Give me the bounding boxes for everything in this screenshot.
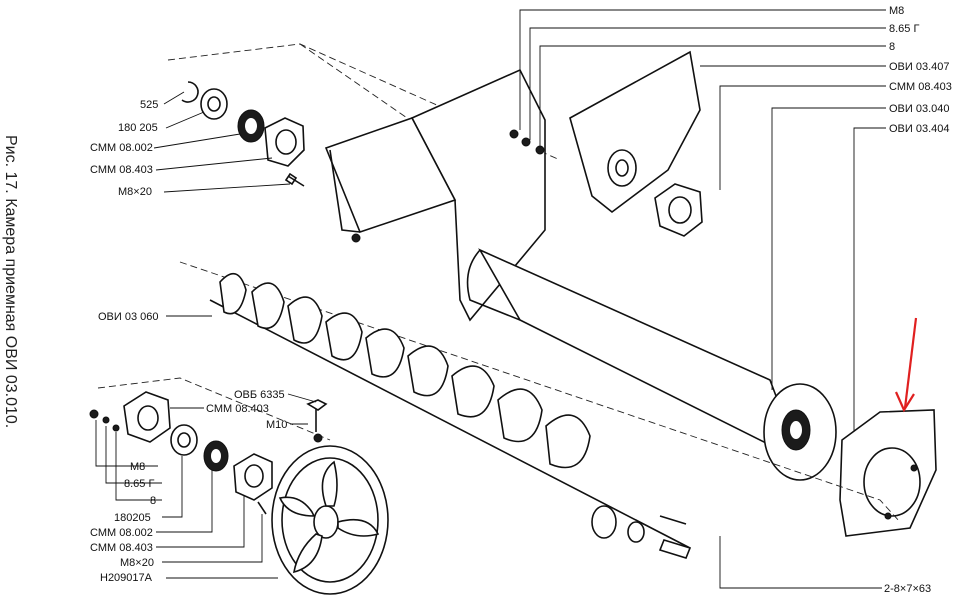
bottom-left-bearing-group xyxy=(89,391,273,515)
bolt-labels: ОВБ 6335 М10 СММ 08.403 xyxy=(170,389,317,431)
flange-bottom-left xyxy=(123,391,171,443)
pulley-n209017a xyxy=(271,445,389,595)
label-ovi03404: ОВИ 03.404 xyxy=(889,123,950,135)
label-180205-bottom: 180205 xyxy=(114,512,151,524)
label-cmm08002-bottom: СММ 08.002 xyxy=(90,527,153,539)
cover-plate-ovi03407 xyxy=(569,50,701,214)
label-m10: М10 xyxy=(266,419,287,431)
label-ovi03060: ОВИ 03 060 xyxy=(98,311,159,323)
highlight-arrow xyxy=(894,317,918,413)
top-left-labels: 525 180 205 СММ 08.002 СММ 08.403 М8×20 xyxy=(90,91,291,198)
nuts-m8-right xyxy=(509,129,545,155)
label-m8-right: М8 xyxy=(889,5,904,17)
bottom-left-labels: М8 8.65 Г 8 180205 СММ 08.002 СММ 08.403… xyxy=(90,420,278,584)
end-plate-ovi03404 xyxy=(839,409,937,537)
label-8-right: 8 xyxy=(889,41,895,53)
bearing-180205-bottom xyxy=(170,424,198,456)
assembly-line-bottom xyxy=(97,377,331,441)
label-m8-bottom: М8 xyxy=(130,461,145,473)
label-180205-top: 180 205 xyxy=(118,122,158,134)
auger-hub xyxy=(591,505,617,539)
bearing-180205-top xyxy=(200,88,228,120)
flange-cmm08403-bottom xyxy=(233,453,273,501)
intake-housing xyxy=(324,68,837,481)
label-cmm08403-bolt: СММ 08.403 xyxy=(206,403,269,415)
label-ovi03040: ОВИ 03.040 xyxy=(889,103,950,115)
label-m8x20-bottom: М8×20 xyxy=(120,557,154,569)
cover-plate-shape xyxy=(569,50,701,214)
label-865g-bottom: 8.65 Г xyxy=(124,478,154,490)
circlip-525 xyxy=(181,81,199,103)
top-right-labels: М8 8.65 Г 8 ОВИ 03.407 СММ 08.403 ОВИ 03… xyxy=(519,5,952,440)
label-key: 2-8×7×63 xyxy=(884,583,931,595)
bolt-m10 xyxy=(306,399,328,443)
label-cmm08002-top: СММ 08.002 xyxy=(90,142,153,154)
label-8-bottom: 8 xyxy=(150,495,156,507)
auger-ovi03060 xyxy=(179,261,901,559)
label-cmm08403-bottom: СММ 08.403 xyxy=(90,542,153,554)
label-865g-right: 8.65 Г xyxy=(889,23,919,35)
top-left-bearing-group xyxy=(181,81,305,187)
label-525: 525 xyxy=(140,99,158,111)
housing-trough xyxy=(324,117,457,233)
label-cmm08403-top: СММ 08.403 xyxy=(90,164,153,176)
flange-cmm08403-right xyxy=(654,183,703,237)
label-ovi03407: ОВИ 03.407 xyxy=(889,61,950,73)
label-ovb6335: ОВБ 6335 xyxy=(234,389,285,401)
auger-flights xyxy=(219,272,591,469)
bolt-m8x20-top xyxy=(284,172,305,187)
label-n209017a: Н209017А xyxy=(100,572,153,584)
figure-caption: Рис. 17. Камера приемная ОВИ 03.010. xyxy=(2,135,19,428)
label-m8x20-top: М8×20 xyxy=(118,186,152,198)
label-cmm08403-right: СММ 08.403 xyxy=(889,81,952,93)
flange-cmm08403-top xyxy=(264,117,305,167)
